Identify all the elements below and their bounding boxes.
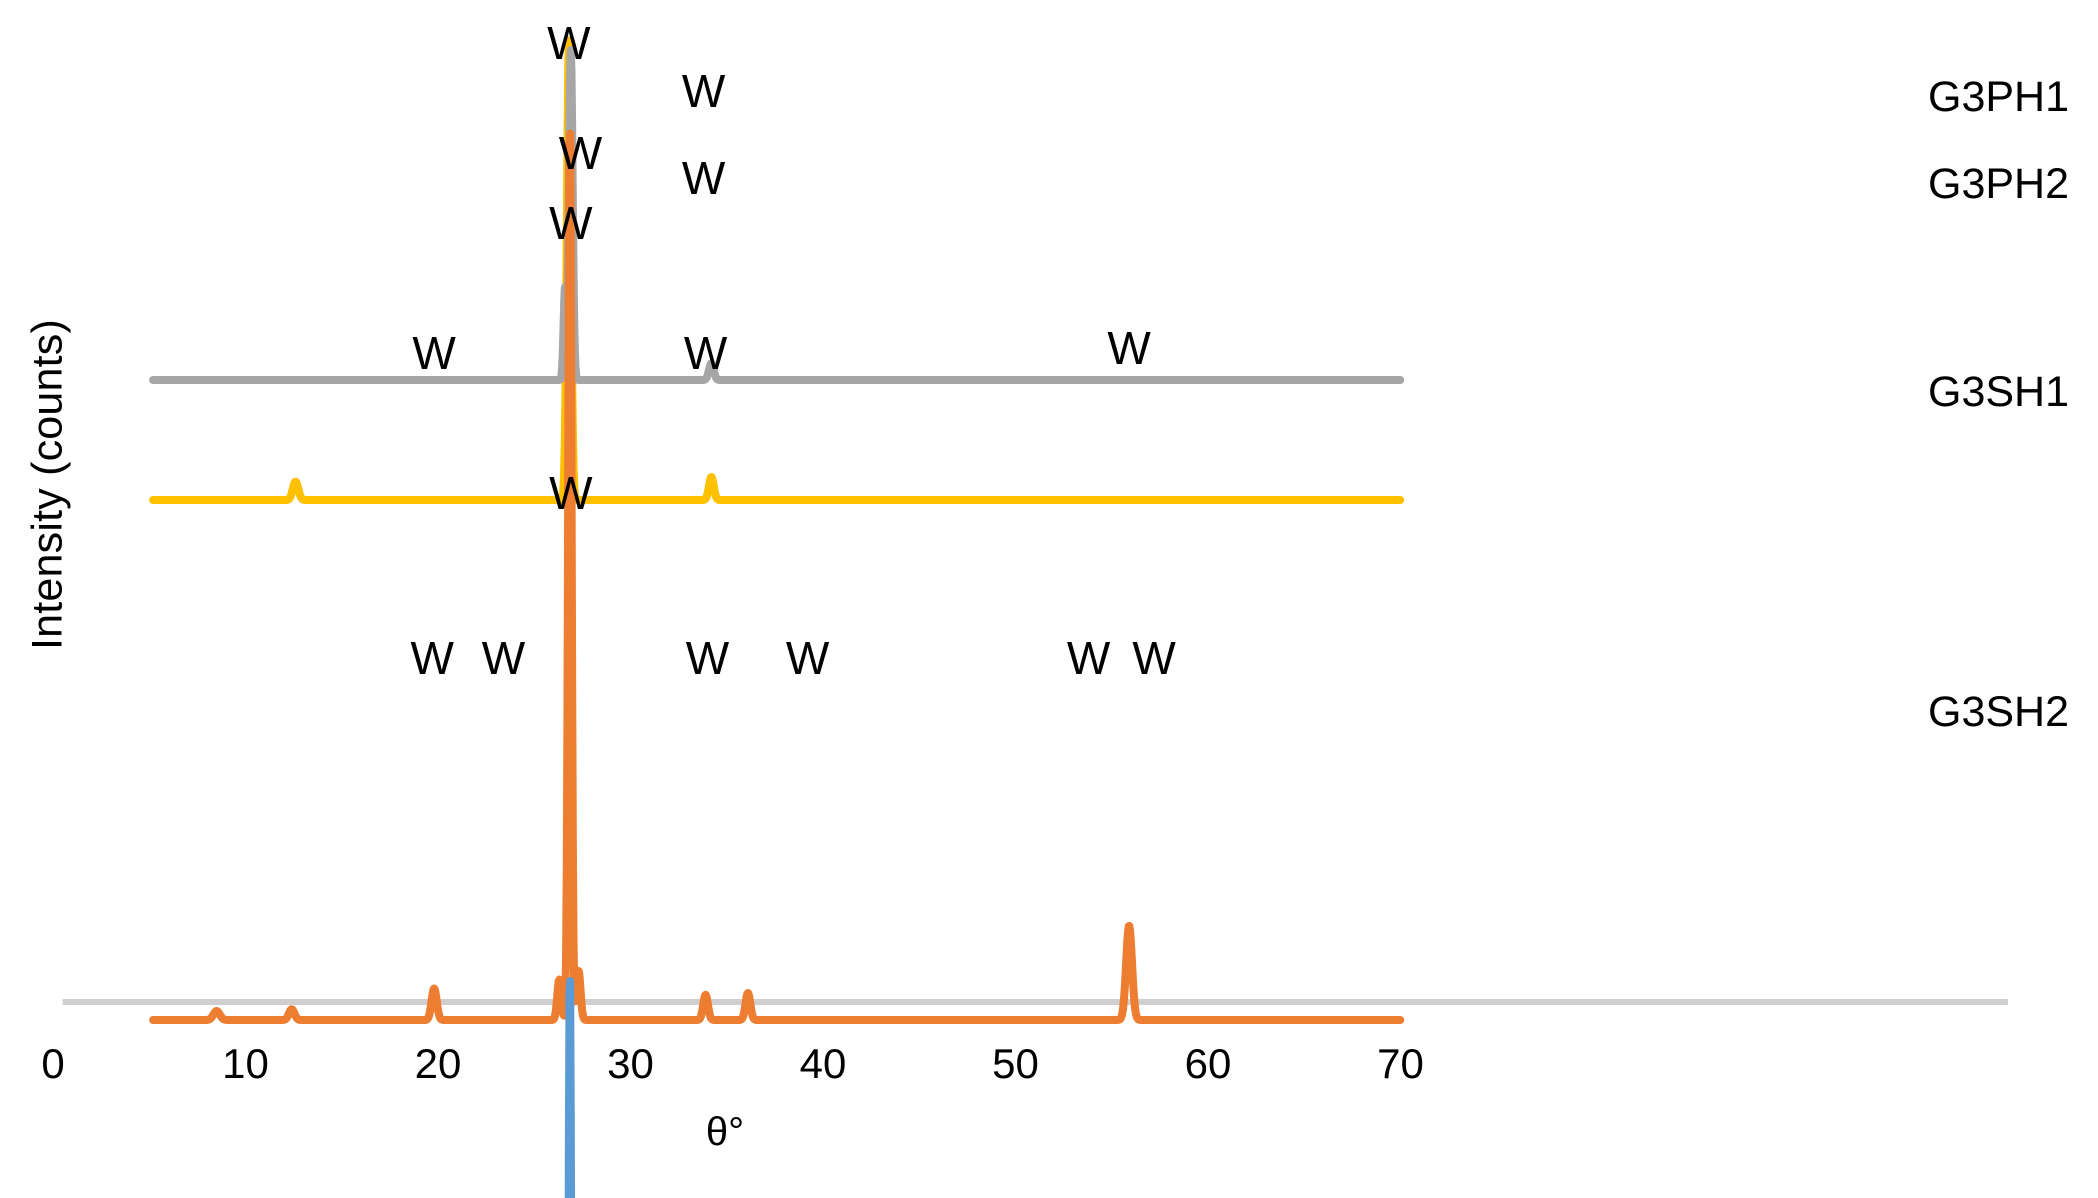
peak-label-w: W <box>1132 632 1176 684</box>
x-tick-20: 20 <box>414 1040 462 1087</box>
trace-g3sh2 <box>564 976 576 1198</box>
trace-g3sh1 <box>149 129 1405 1024</box>
series-label-g3sh2: G3SH2 <box>1928 688 2070 736</box>
x-tick-0: 0 <box>41 1040 65 1087</box>
peak-label-w: W <box>681 65 726 117</box>
x-tick-40: 40 <box>799 1040 847 1087</box>
series-label-g3ph2: G3PH2 <box>1928 160 2070 208</box>
peak-label-w: W <box>549 467 593 519</box>
trace-g3ph2 <box>149 46 1405 384</box>
peak-label-w: W <box>683 327 728 379</box>
peak-label-w: W <box>412 327 456 379</box>
peak-label-w: W <box>681 152 726 204</box>
x-tick-70: 70 <box>1377 1040 1424 1087</box>
peak-label-w: W <box>685 632 730 684</box>
series-label-g3ph1: G3PH1 <box>1928 73 2070 121</box>
series-label-g3sh1: G3SH1 <box>1928 368 2070 416</box>
peak-label-w: W <box>1066 632 1111 684</box>
peak-label-w: W <box>547 17 591 69</box>
x-tick-50: 50 <box>992 1040 1039 1087</box>
peak-label-w: W <box>549 197 593 249</box>
x-tick-10: 10 <box>222 1040 269 1087</box>
peak-label-w: W <box>1107 322 1151 374</box>
x-axis-label: θ° <box>705 1110 745 1154</box>
peak-label-w: W <box>481 632 526 684</box>
peak-label-w: W <box>785 632 830 684</box>
trace-g3ph1 <box>149 36 1405 504</box>
peak-label-w: W <box>558 127 603 179</box>
x-tick-30: 30 <box>607 1040 654 1087</box>
x-tick-60: 60 <box>1184 1040 1232 1087</box>
peak-label-w: W <box>410 632 454 684</box>
